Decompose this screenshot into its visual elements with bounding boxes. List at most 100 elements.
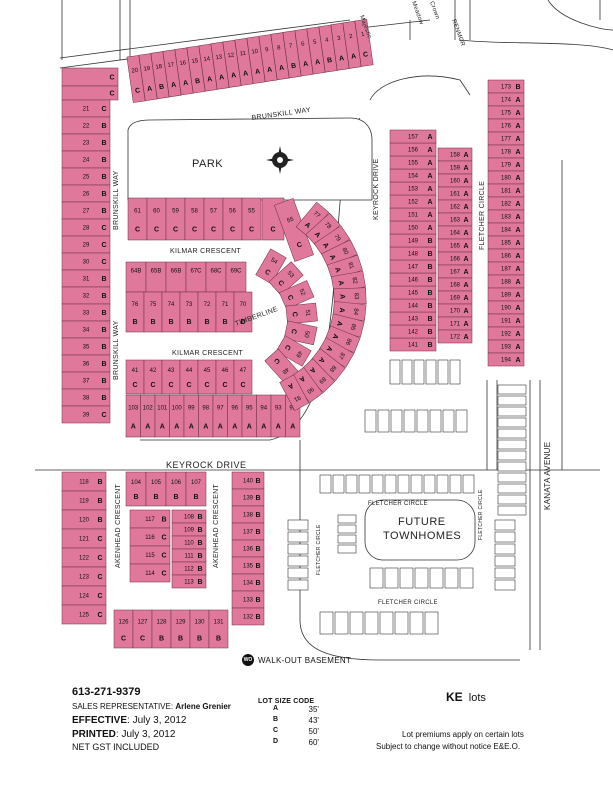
lot-size-letter: B	[255, 580, 260, 587]
lot-number: 137	[243, 530, 254, 536]
lot-size-letter: B	[427, 277, 432, 284]
lot-size-letter: B	[197, 553, 202, 560]
lot-size-letter: C	[204, 382, 209, 389]
townhome-unit	[319, 474, 332, 494]
lot: 73B	[179, 291, 199, 333]
lot: 97A	[212, 394, 228, 438]
future-label: FUTURE	[398, 516, 446, 528]
lot-number: 188	[501, 280, 512, 286]
townhome-unit	[429, 567, 444, 589]
lot-size-letter: A	[171, 82, 177, 90]
lot-size-letter: A	[427, 212, 432, 219]
lot-number: 115	[145, 553, 155, 559]
lot-size-letter: C	[289, 328, 297, 334]
lot-number: 82	[351, 277, 358, 285]
lot-size-letter: B	[216, 635, 221, 642]
lot-number: 122	[79, 556, 90, 562]
lot-number: 127	[137, 619, 148, 625]
lot-number: 120	[79, 518, 90, 524]
lot-size-letter: C	[211, 227, 216, 234]
walkout-legend-label: WALK-OUT BASEMENT	[258, 655, 352, 665]
change-note: Subject to change without notice E&E.O.	[376, 742, 521, 751]
lot-size-letter: C	[140, 635, 145, 642]
lot-number: 21	[83, 107, 90, 113]
townhome-unit	[399, 567, 414, 589]
printed-date: PRINTED: July 3, 2012	[72, 729, 175, 740]
lot-number: 19	[143, 66, 151, 73]
lot-number: 125	[79, 613, 90, 619]
lot-number: 146	[408, 278, 419, 284]
lot-size-code: B	[273, 716, 279, 723]
lot-size-letter: B	[101, 191, 106, 198]
townhome-unit	[384, 474, 397, 494]
lot-size-letter: A	[331, 333, 339, 340]
lot-size-letter: A	[515, 110, 520, 117]
lot: 69C	[225, 261, 247, 293]
lot-size-letter: A	[515, 305, 520, 312]
lot-number: 72	[204, 302, 211, 308]
street-fletcher-east: FLETCHER CIRCLE	[478, 489, 484, 540]
lot-number: 136	[243, 547, 254, 553]
lot-number: 113	[184, 580, 194, 586]
lot-number: 173	[501, 85, 512, 91]
walkout-legend: WO WALK-OUT BASEMENT	[242, 654, 351, 666]
townhome-unit	[497, 439, 527, 450]
lot-size-letter: A	[328, 254, 337, 262]
lot-size-letter: A	[515, 266, 520, 273]
street-keyrock-vertical: KEYROCK DRIVE	[373, 159, 380, 220]
lot-size-letter: A	[160, 424, 165, 431]
lot-number: 18	[155, 64, 163, 71]
lot-size-letter: C	[154, 227, 159, 234]
lot-number: 129	[175, 619, 186, 625]
lot-size-letter: A	[463, 165, 468, 172]
lot-size-letter: A	[515, 188, 520, 195]
lot: 42C	[143, 359, 163, 395]
lot-number: 6	[301, 41, 306, 47]
townhome-unit	[403, 409, 416, 433]
lot-number: 104	[131, 480, 142, 486]
lot-number: 152	[408, 200, 419, 206]
lot-size-letter: B	[327, 57, 333, 65]
lot-size-letter: B	[197, 514, 202, 521]
lot-number: 52	[298, 288, 306, 297]
lot-number: 117	[145, 517, 155, 523]
townhome-unit	[364, 409, 377, 433]
lot-size-letter: B	[255, 495, 260, 502]
lot-size-letter: B	[186, 319, 191, 326]
lot-size-letter: B	[101, 327, 106, 334]
lot-number: 186	[501, 254, 512, 260]
lot-size-letter: A	[131, 424, 136, 431]
townhome-unit	[287, 567, 309, 579]
lot-size-letter: B	[427, 329, 432, 336]
lot-size-letter: A	[515, 97, 520, 104]
lot-size-letter: A	[515, 149, 520, 156]
lot-size-letter: A	[325, 345, 334, 353]
lot-size-letter: C	[290, 311, 297, 317]
lot-size-letter: B	[193, 494, 198, 501]
lot-size-letter: B	[133, 494, 138, 501]
lot-size-letter: A	[515, 227, 520, 234]
lot-number: 194	[501, 358, 512, 364]
printed-value: : July 3, 2012	[115, 729, 176, 740]
lot-number: 116	[145, 535, 155, 541]
